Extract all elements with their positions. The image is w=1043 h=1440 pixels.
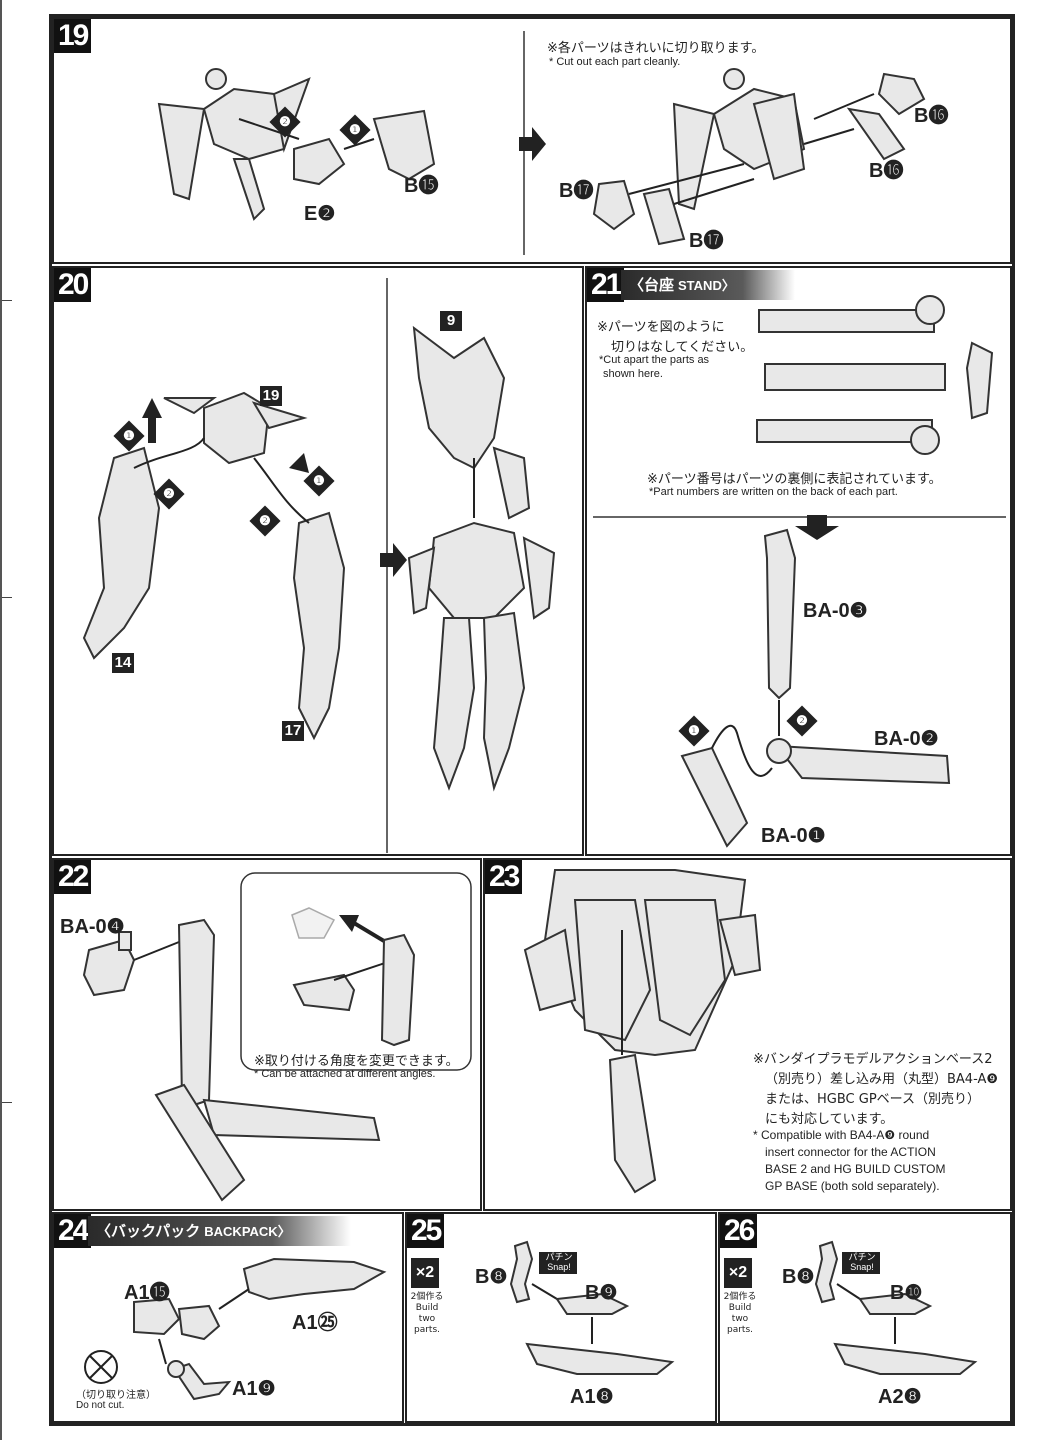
margin-tick	[0, 1102, 12, 1103]
order-badge: ❶	[339, 114, 371, 146]
step-22-illustration	[82, 872, 472, 1202]
multiplier-badge: ×2	[411, 1258, 439, 1288]
order-badge: ❶	[303, 465, 335, 497]
part-label: B⓯	[404, 175, 439, 197]
part-label: BA-0❷	[874, 728, 939, 750]
cut-note-jp: ※パーツを図のように	[597, 320, 725, 335]
part-label: B⓱	[559, 180, 594, 202]
cut-note-en: shown here.	[603, 368, 663, 380]
order-badge: ❷	[269, 106, 301, 138]
step-ref-badge: 9	[440, 311, 462, 331]
margin-tick	[0, 300, 12, 301]
part-label: B⓰	[914, 105, 949, 127]
part-label: E❷	[304, 203, 336, 225]
step-number: 19	[54, 19, 92, 53]
step-ref-badge: 17	[282, 721, 304, 741]
margin-rule	[0, 0, 2, 1440]
step-22-panel: 22 BA-0❹ ※取り付ける角度を変更できます。 * Can be attac…	[52, 858, 482, 1211]
instruction-page	[49, 14, 1015, 1426]
angle-note-en: * Can be attached at different angles.	[254, 1068, 436, 1080]
nocut-note-jp: （切り取り注意）	[76, 1390, 156, 1401]
part-number-note-jp: ※パーツ番号はパーツの裏側に表記されています。	[647, 472, 942, 487]
step-ref-badge: 19	[260, 386, 282, 406]
part-label: B❾	[585, 1282, 618, 1304]
step-number: 22	[54, 860, 92, 894]
part-label: A2❽	[878, 1386, 922, 1408]
multiplier-badge: ×2	[724, 1258, 752, 1288]
step-number: 21	[587, 268, 625, 302]
part-label: B❿	[890, 1282, 923, 1304]
step-23-illustration	[523, 869, 762, 1194]
step-20-illustration	[82, 278, 556, 853]
compat-note-jp: （別売り）差し込み用（丸型）BA4-A❾	[765, 1072, 999, 1087]
step-26-illustration	[814, 1240, 978, 1375]
step-19-panel: 19 ※各パーツはきれいに切り取ります。 * Cut out each part…	[52, 17, 1012, 264]
step-20-panel: 20 19 14 17 9 ❶ ❷ ❷ ❶	[52, 266, 584, 856]
cut-note-en: *Cut apart the parts as	[599, 354, 710, 366]
compat-note-en: GP BASE (both sold separately).	[765, 1179, 940, 1193]
compat-note-en: * Compatible with BA4-A❾ round	[753, 1128, 930, 1142]
step-number: 26	[720, 1214, 758, 1248]
step-25-illustration	[509, 1240, 675, 1375]
order-badge: ❷	[249, 505, 281, 537]
cut-note-jp: 切りはなしてください。	[611, 340, 754, 355]
compat-note-jp: ※バンダイプラモデルアクションベース2	[753, 1052, 993, 1067]
order-badge: ❶	[678, 715, 710, 747]
part-label: A1❾	[232, 1378, 276, 1400]
part-number-note-en: *Part numbers are written on the back of…	[649, 486, 898, 498]
margin-tick	[0, 597, 12, 598]
compat-note-en: BASE 2 and HG BUILD CUSTOM	[765, 1162, 946, 1176]
step-number: 23	[485, 860, 523, 894]
part-label: BA-0❹	[60, 916, 125, 938]
order-badge: ❷	[153, 478, 185, 510]
part-label: B❽	[782, 1266, 815, 1288]
part-label: A1⓯	[124, 1282, 170, 1304]
order-badge: ❷	[786, 705, 818, 737]
part-label: B❽	[475, 1266, 508, 1288]
step-21-illustration	[593, 295, 1006, 848]
cut-note-jp: ※各パーツはきれいに切り取ります。	[547, 41, 765, 56]
angle-note-jp: ※取り付ける角度を変更できます。	[254, 1054, 459, 1069]
step-19-illustration	[157, 31, 926, 255]
part-label: B⓱	[689, 230, 724, 252]
step-24-illustration	[84, 1257, 387, 1401]
part-label: B⓰	[869, 160, 904, 182]
step-ref-badge: 14	[112, 653, 134, 673]
step-number: 20	[54, 268, 92, 302]
part-label: A1❽	[570, 1386, 614, 1408]
step-number: 24	[54, 1214, 92, 1248]
step-23-panel: 23 ※バンダイプラモデルアクションベース2 （別売り）差し込み用（丸型）BA4…	[483, 858, 1012, 1211]
part-label: A1㉕	[292, 1312, 338, 1334]
nocut-note-en: Do not cut.	[76, 1400, 125, 1411]
cut-note-en: * Cut out each part cleanly.	[549, 56, 681, 68]
compat-note-jp: にも対応しています。	[765, 1112, 894, 1127]
compat-note-en: insert connector for the ACTION	[765, 1145, 936, 1159]
order-badge: ❶	[113, 420, 145, 452]
step-number: 25	[407, 1214, 445, 1248]
part-label: BA-0❸	[803, 600, 868, 622]
part-label: BA-0❶	[761, 825, 826, 847]
compat-note-jp: または、HGBC GPベース（別売り）	[765, 1092, 981, 1107]
